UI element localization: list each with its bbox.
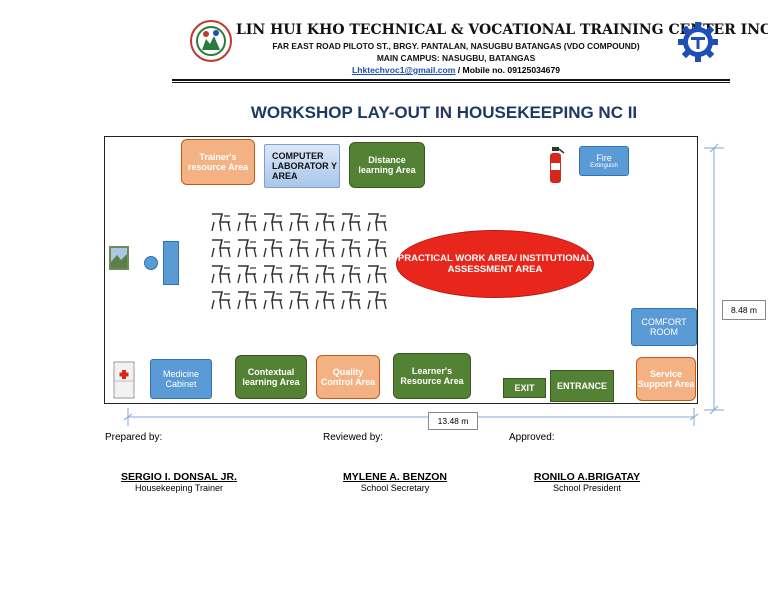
- learner-resource-area[interactable]: Learner's Resource Area: [393, 353, 471, 399]
- trainer-table: [163, 241, 179, 285]
- service-support-area[interactable]: Service Support Area: [636, 357, 696, 401]
- contextual-learning-area[interactable]: Contextual learning Area: [235, 355, 307, 399]
- institution-name: LIN HUI KHO TECHNICAL & VOCATIONAL TRAIN…: [236, 22, 768, 38]
- header-rule: [172, 79, 730, 81]
- comfort-room[interactable]: COMFORT ROOM: [631, 308, 697, 346]
- approved-role: School President: [552, 483, 622, 493]
- width-dimension: 13.48 m: [428, 412, 478, 430]
- mobile-number: / Mobile no. 09125034679: [455, 65, 561, 75]
- prepared-role: Housekeeping Trainer: [134, 483, 224, 493]
- email-link[interactable]: Lhktechvoc1@gmail.com: [351, 65, 456, 75]
- trainer-resource-area[interactable]: Trainer's resource Area: [181, 139, 255, 185]
- distance-learning-area[interactable]: Distance learning Area: [349, 142, 425, 188]
- prepared-by-label: Prepared by:: [105, 432, 163, 443]
- reviewed-by-label: Reviewed by:: [323, 432, 384, 443]
- first-aid-cabinet-icon: [113, 361, 135, 399]
- approved-label: Approved:: [509, 432, 555, 443]
- contact-line: Lhktechvoc1@gmail.com / Mobile no. 09125…: [236, 65, 676, 75]
- fire-label-sub: Extinguish: [590, 162, 618, 169]
- entrance-door[interactable]: ENTRANCE: [550, 370, 614, 402]
- height-dimension: 8.48 m: [722, 300, 766, 320]
- header-rule-thin: [172, 82, 730, 83]
- practical-work-area[interactable]: PRACTICAL WORK AREA/ INSTITUTIONAL ASSES…: [396, 230, 594, 298]
- floor-plan: [104, 136, 698, 404]
- reviewed-signature: MYLENE A. BENZON School Secretary: [320, 471, 470, 493]
- fire-extinguisher-icon: [546, 145, 566, 185]
- campus-line: MAIN CAMPUS: NASUGBU, BATANGAS: [376, 53, 536, 63]
- computer-laboratory-area[interactable]: COMPUTER LABORATOR Y AREA: [264, 144, 340, 188]
- fire-label: Fire: [596, 152, 612, 163]
- medicine-cabinet[interactable]: Medicine Cabinet: [150, 359, 212, 399]
- painting-icon: [109, 246, 129, 270]
- quality-control-area[interactable]: Quality Control Area: [316, 355, 380, 399]
- prepared-signature: SERGIO I. DONSAL JR. Housekeeping Traine…: [104, 471, 254, 493]
- chairs-grid: [211, 213, 387, 310]
- school-logo-icon: [190, 20, 232, 62]
- prepared-name: SERGIO I. DONSAL JR.: [121, 471, 237, 483]
- reviewed-role: School Secretary: [360, 483, 430, 493]
- chair-icon: [211, 213, 387, 310]
- institution-address: FAR EAST ROAD PILOTO ST., BRGY. PANTALAN…: [272, 41, 640, 51]
- round-table: [144, 256, 158, 270]
- approved-signature: RONILO A.BRIGATAY School President: [502, 471, 672, 493]
- tesda-logo-icon: [676, 20, 720, 64]
- fire-extinguisher-label: Fire Extinguish: [579, 146, 629, 176]
- page-title: WORKSHOP LAY-OUT IN HOUSEKEEPING NC II: [250, 103, 638, 122]
- reviewed-name: MYLENE A. BENZON: [342, 471, 448, 483]
- exit-door[interactable]: EXIT: [503, 378, 546, 398]
- approved-name: RONILO A.BRIGATAY: [533, 471, 641, 483]
